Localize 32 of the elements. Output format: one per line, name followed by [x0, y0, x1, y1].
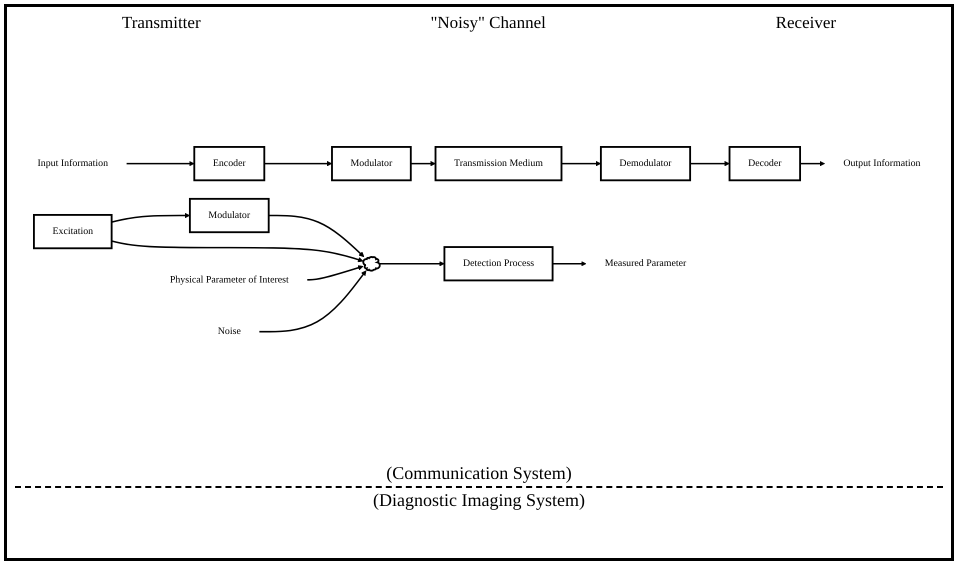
section-label: "Noisy" Channel — [430, 13, 546, 33]
arrow — [259, 270, 366, 333]
node-text: Output Information — [843, 158, 921, 169]
arrow — [800, 161, 826, 167]
arrow — [111, 240, 364, 263]
node-cloud — [362, 256, 381, 272]
section-label: (Diagnostic Imaging System) — [373, 490, 585, 510]
node-box: Demodulator — [600, 146, 692, 182]
node-box: Modulator — [188, 198, 270, 234]
node-box: Encoder — [193, 146, 266, 182]
arrow — [690, 161, 730, 167]
node-box: Excitation — [33, 214, 113, 250]
node-text: Measured Parameter — [604, 258, 686, 269]
section-label: (Communication System) — [386, 463, 572, 483]
node-box: Transmission Medium — [434, 146, 562, 182]
arrow — [111, 213, 190, 224]
node-box: Detection Process — [443, 246, 554, 282]
arrow — [562, 161, 602, 167]
node-box: Decoder — [728, 146, 802, 182]
node-text: Noise — [218, 326, 241, 337]
arrow — [126, 161, 195, 167]
section-label: Receiver — [776, 13, 836, 33]
arrow — [307, 265, 364, 281]
arrow — [552, 261, 586, 267]
arrow — [264, 161, 332, 167]
node-box: Modulator — [331, 146, 412, 182]
arrow — [380, 261, 445, 267]
node-text: Physical Parameter of Interest — [170, 274, 289, 286]
arrow — [410, 161, 436, 167]
section-label: Transmitter — [122, 13, 201, 33]
arrow — [268, 215, 364, 258]
node-text: Input Information — [37, 158, 108, 169]
